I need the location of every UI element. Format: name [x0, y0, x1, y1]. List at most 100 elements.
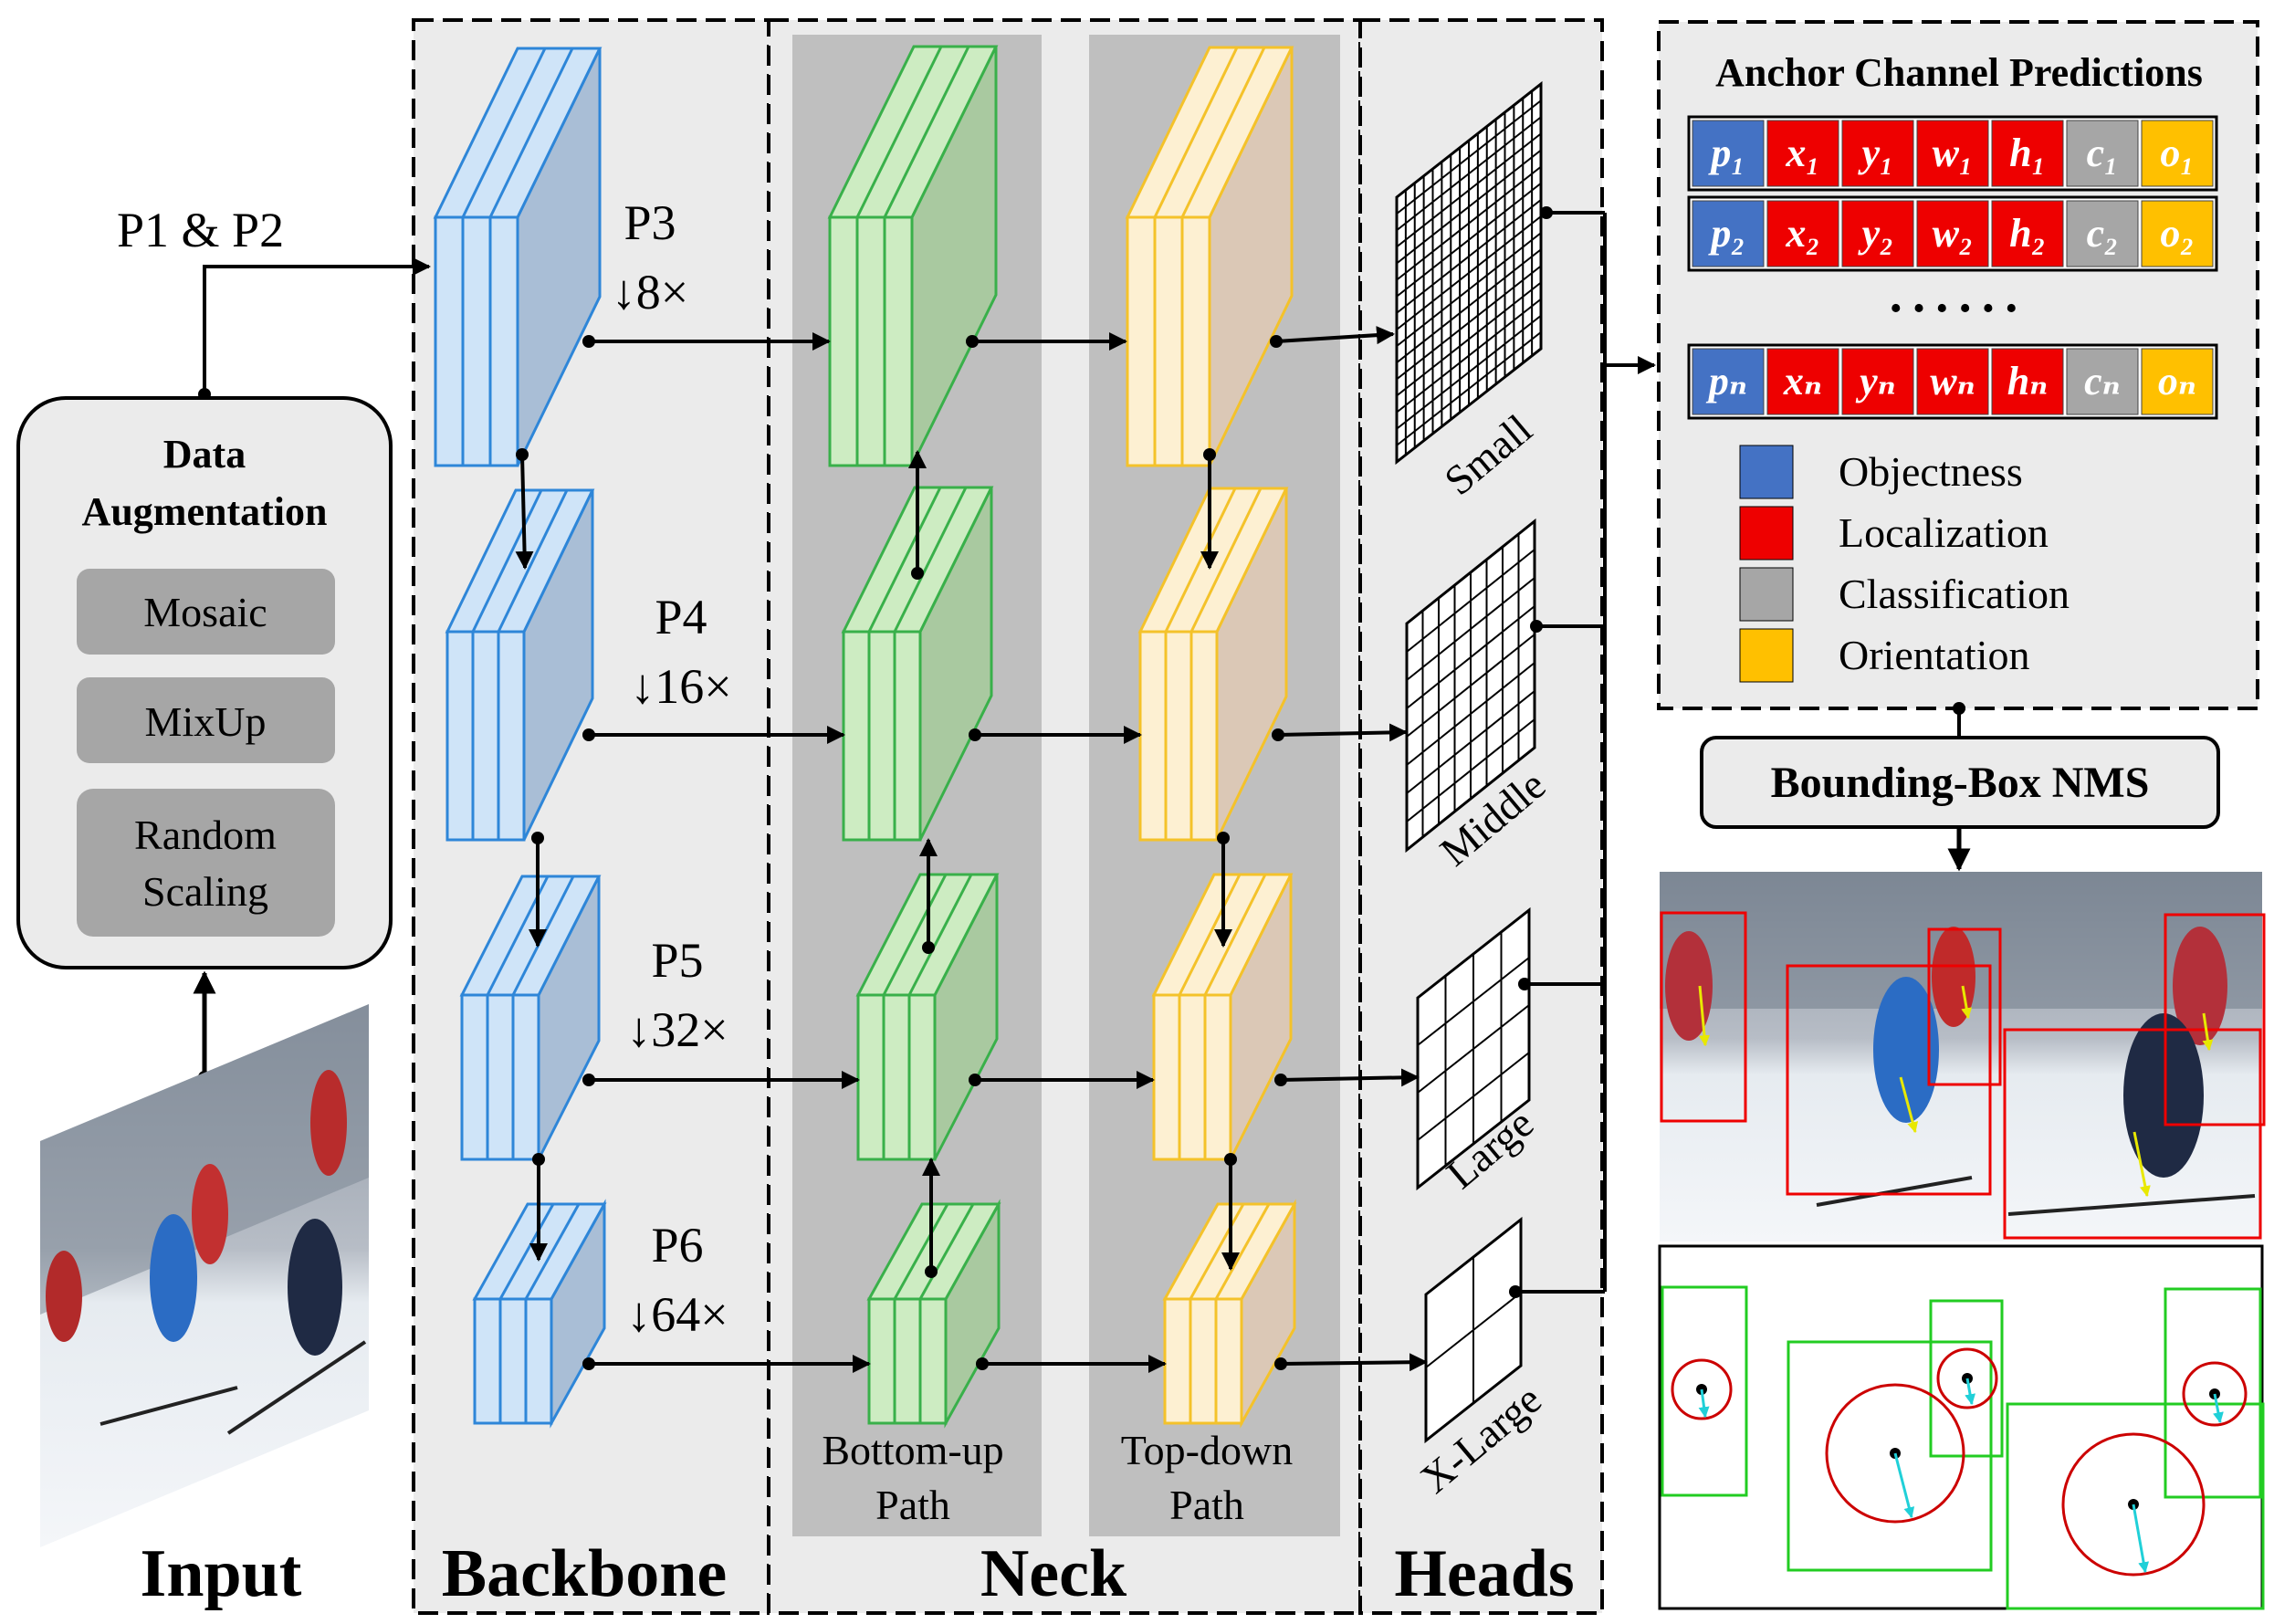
legend-swatch	[1739, 628, 1794, 683]
prediction-cell	[1692, 348, 1765, 415]
prediction-cell-label: xₙ	[1783, 359, 1822, 403]
prediction-cell-label: o₁	[2160, 131, 2194, 175]
legend-swatch	[1739, 567, 1794, 622]
input-image	[40, 1004, 369, 1547]
nms-label: Bounding-Box NMS	[1771, 759, 2150, 807]
p3-stride: ↓8×	[612, 265, 688, 320]
prediction-cell-label: pₙ	[1705, 359, 1747, 403]
prediction-cell-label: hₙ	[2007, 359, 2049, 403]
backbone-labels: P3 ↓8× P4 ↓16× P5 ↓32× P6 ↓64× Backbone	[442, 195, 732, 1611]
prediction-cell	[2141, 200, 2214, 267]
head-grid-large	[1416, 906, 1531, 1191]
prediction-cell	[1841, 200, 1914, 267]
detection-box	[1660, 911, 1747, 1123]
prediction-cell-label: o₂	[2160, 211, 2194, 256]
neck-title: Neck	[980, 1536, 1127, 1611]
prediction-cell-label: w₂	[1933, 211, 1974, 256]
prediction-cell-label: p₁	[1707, 131, 1745, 175]
mosaic-label: Mosaic	[143, 589, 267, 635]
prediction-cell-label: yₙ	[1855, 359, 1896, 403]
flow-arrow	[1280, 1353, 1428, 1372]
flow-arrow	[515, 454, 534, 570]
prediction-cell-label: p₂	[1707, 211, 1745, 256]
bottom-up-block-p5	[855, 873, 1000, 1161]
legend-label: Objectness	[1839, 448, 2023, 495]
prediction-cell-label: cₙ	[2084, 359, 2121, 403]
prediction-cell	[2066, 120, 2139, 187]
flow-arrow	[1280, 1068, 1420, 1087]
prediction-cell-label: oₙ	[2158, 359, 2196, 403]
input-column: P1 & P2 Data Augmentation Mosaic MixUp R…	[16, 203, 431, 1611]
center-circle	[1936, 1347, 1998, 1409]
mosaic-box	[77, 569, 335, 655]
random-label: Random	[134, 812, 277, 858]
orientation-arrow	[2132, 1504, 2150, 1574]
legend-label: Orientation	[1839, 632, 2030, 678]
top-down-block-p3	[1125, 46, 1294, 467]
p6-stride: ↓64×	[626, 1287, 728, 1342]
p3-name: P3	[624, 195, 676, 250]
prediction-cell	[2066, 200, 2139, 267]
center-orientation-panel	[1658, 1244, 2265, 1610]
augmentation-title-line1: Data	[163, 432, 246, 477]
detection-box	[2003, 1028, 2262, 1240]
legend-label: Localization	[1839, 509, 2049, 556]
output-detection-image	[1660, 872, 2266, 1242]
detection-boxes	[1660, 911, 2266, 1240]
prediction-cell	[1692, 200, 1765, 267]
neck-labels: Bottom-up Path Top-down Path Neck	[822, 1427, 1293, 1611]
legend-swatch	[1739, 445, 1794, 499]
prediction-cell	[1916, 348, 1989, 415]
connectors	[515, 206, 1656, 1373]
detection-box	[1786, 964, 1992, 1196]
orientation-arrows	[1698, 985, 2214, 1198]
center-circle	[1825, 1383, 1965, 1524]
prediction-cell-label: wₙ	[1930, 359, 1975, 403]
connector-label: P1 & P2	[117, 203, 284, 257]
backbone-block-p3	[433, 47, 603, 467]
detection-box	[2164, 913, 2266, 1126]
backbone-title: Backbone	[442, 1536, 728, 1611]
prediction-cell	[2066, 348, 2139, 415]
center-box	[1661, 1285, 1748, 1497]
prediction-cell	[2141, 348, 2214, 415]
flow-arrow	[1275, 326, 1395, 345]
prediction-cell	[1991, 348, 2064, 415]
orientation-arrow	[2213, 1393, 2224, 1424]
augmentation-title-line2: Augmentation	[82, 489, 328, 534]
detection-box	[1927, 927, 2002, 1086]
input-to-backbone-connector	[203, 257, 431, 394]
prediction-cell	[1841, 120, 1914, 187]
prediction-cell	[1766, 200, 1839, 267]
prediction-cell-label: w₁	[1933, 131, 1974, 175]
top-down-label-line2: Path	[1169, 1482, 1244, 1528]
prediction-cell	[1692, 120, 1765, 187]
prediction-cell	[1841, 348, 1914, 415]
center-box	[2164, 1287, 2262, 1499]
bottom-up-block-p4	[841, 486, 994, 842]
prediction-cell	[1916, 200, 1989, 267]
prediction-cell	[1991, 120, 2064, 187]
center-circle	[1671, 1358, 1733, 1420]
orientation-arrow	[1893, 1452, 1915, 1519]
prediction-cell-label: x₁	[1785, 131, 1819, 175]
p5-stride: ↓32×	[626, 1002, 728, 1057]
predictions-title: Anchor Channel Predictions	[1715, 50, 2203, 95]
legend: ObjectnessLocalizationClassificationOrie…	[1739, 445, 2070, 683]
bottom-up-block-p3	[827, 45, 999, 467]
mixup-box	[77, 677, 335, 763]
prediction-cell	[1766, 348, 1839, 415]
prediction-ellipsis: ••••••	[1890, 289, 2028, 328]
bottom-up-label-line2: Path	[875, 1482, 950, 1528]
head-grid-xlarge	[1424, 1216, 1523, 1444]
flow-arrow	[1277, 723, 1408, 742]
nms-section: Bounding-Box NMS	[1700, 702, 2220, 872]
prediction-cell-label: h₁	[2009, 131, 2046, 175]
p4-stride: ↓16×	[630, 659, 731, 714]
prediction-cell-label: y₁	[1858, 131, 1894, 175]
p4-name: P4	[655, 590, 707, 644]
heads-title: Heads	[1394, 1536, 1574, 1611]
